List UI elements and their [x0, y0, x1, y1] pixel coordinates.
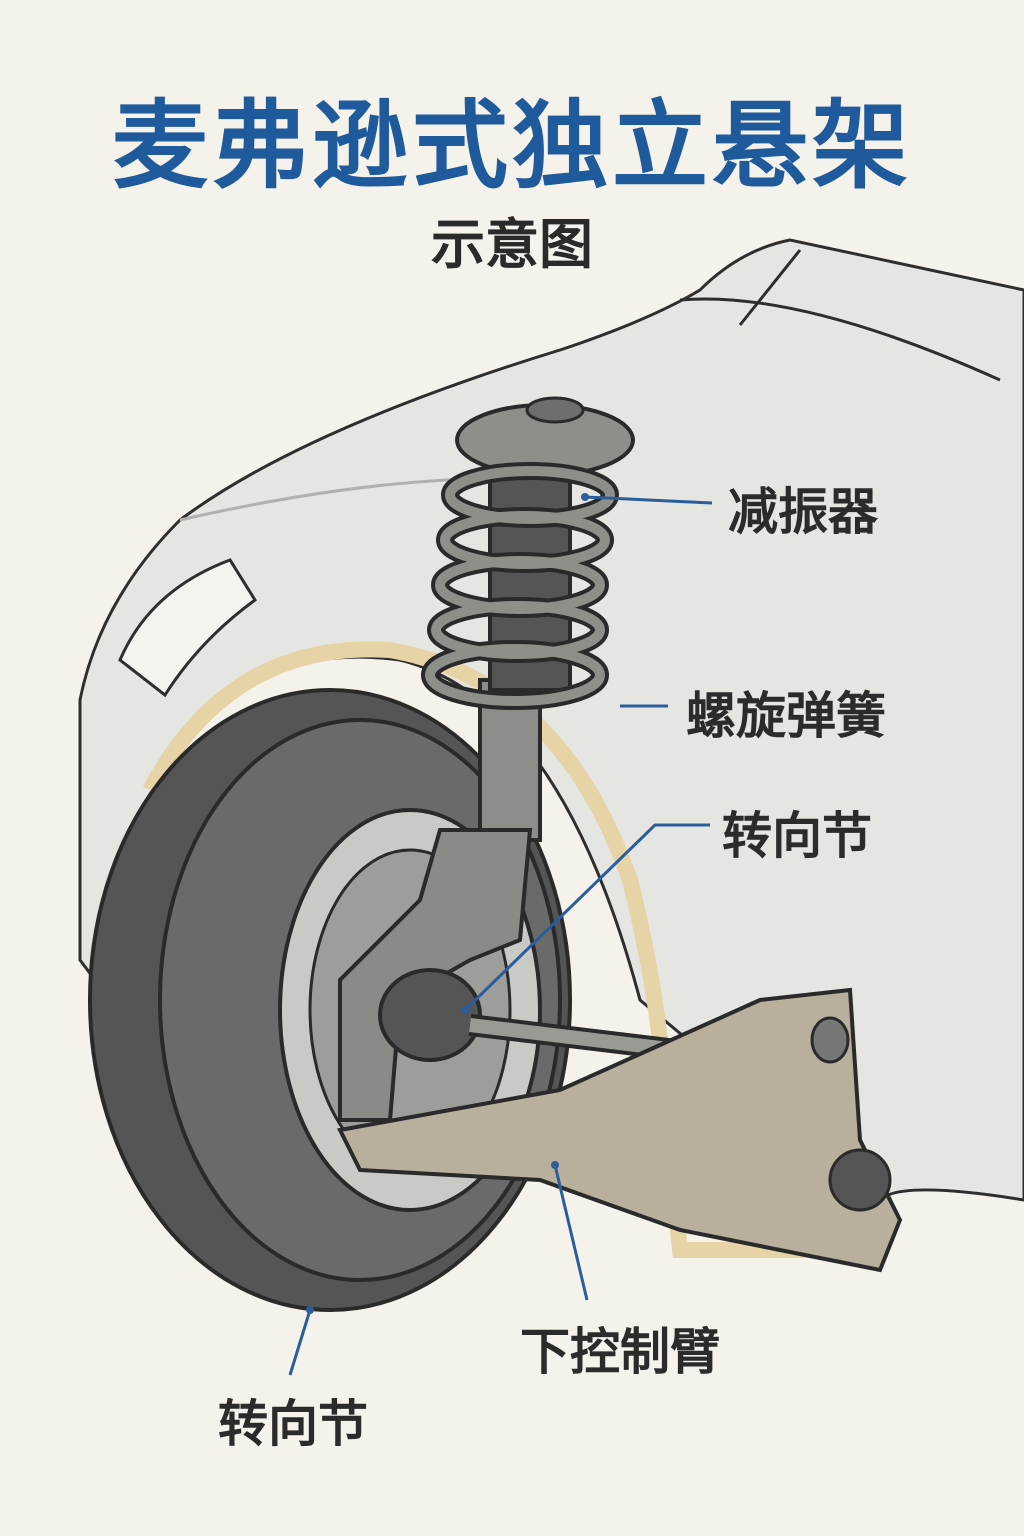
- label-coil-spring: 螺旋弹簧: [686, 687, 886, 745]
- page-subtitle: 示意图: [431, 213, 593, 276]
- cv-boot: [378, 968, 482, 1062]
- strut: [421, 396, 635, 842]
- label-steering-knuckle-upper: 转向节: [722, 807, 872, 865]
- label-lower-control-arm: 下控制臂: [520, 1323, 720, 1381]
- page-title: 麦弗逊式独立悬架: [112, 90, 912, 202]
- leader-lines: [288, 495, 713, 1376]
- lower-control-arm: [337, 987, 903, 1273]
- label-shock-absorber: 减振器: [728, 483, 878, 541]
- label-steering-knuckle-lower: 转向节: [218, 1395, 368, 1453]
- headlight: [118, 558, 258, 698]
